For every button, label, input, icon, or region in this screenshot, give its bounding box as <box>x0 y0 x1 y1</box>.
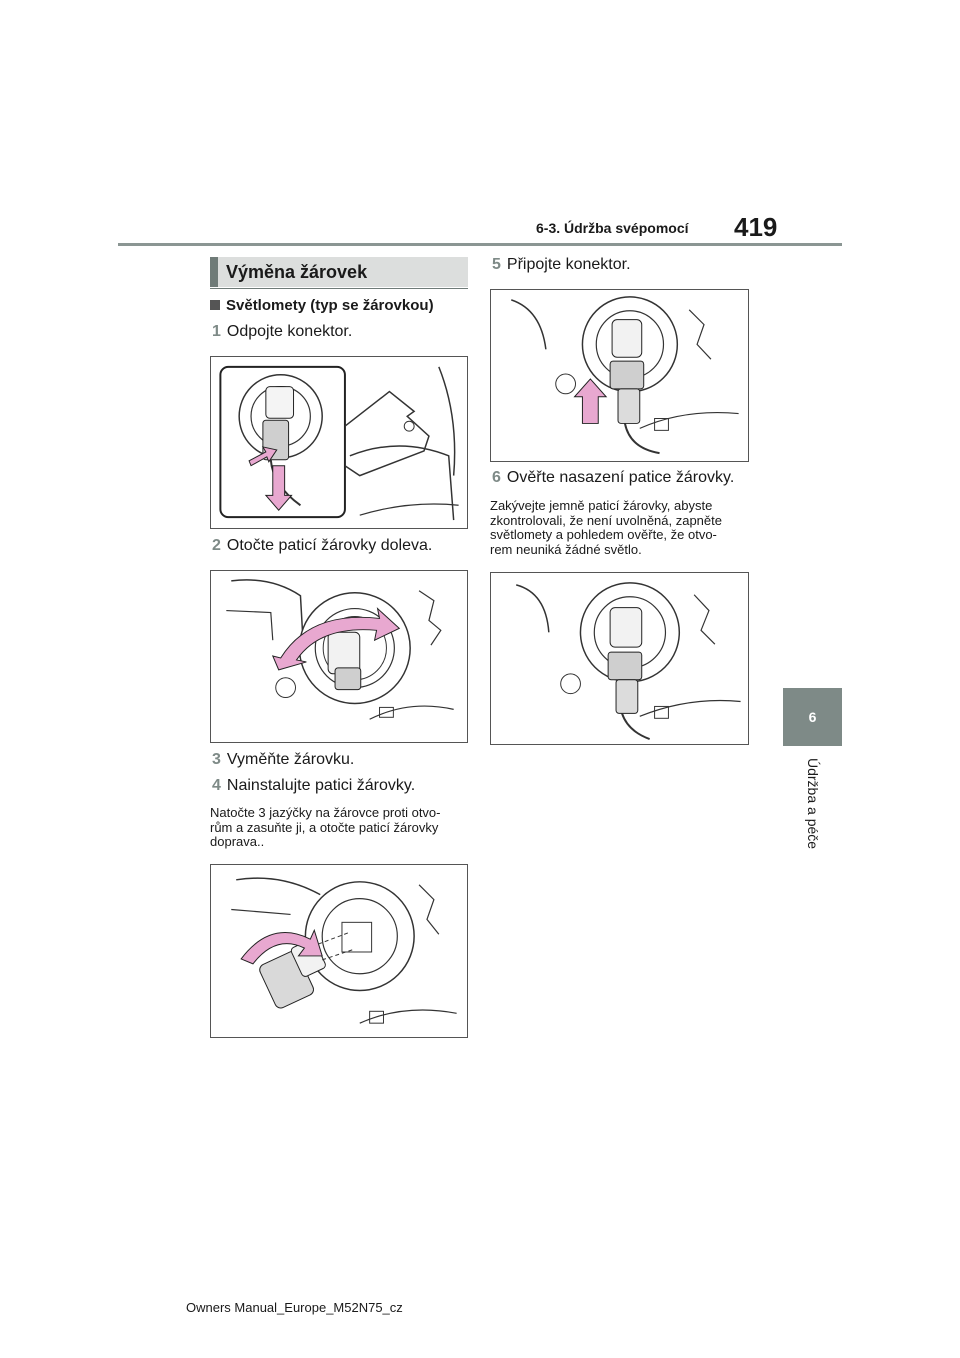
figure-disconnect-connector <box>210 356 468 529</box>
step-text: Vyměňte žárovku. <box>226 751 355 768</box>
note-line: zkontrolovali, že není uvolněná, zapněte <box>490 512 722 528</box>
note-line: rem neuniká žádné světlo. <box>490 541 642 557</box>
page-number: 419 <box>734 212 778 242</box>
step-2: 2 Otočte paticí žárovky doleva. <box>212 537 432 555</box>
step-number: 4 <box>212 777 221 794</box>
subheading: Světlomety (typ se žárovkou) <box>210 297 434 314</box>
step-number: 2 <box>212 537 221 554</box>
step-text: Nainstalujte patici žárovky. <box>226 777 416 794</box>
note-step-4: Natočte 3 jazýčky na žárovce proti otvo-… <box>210 805 441 850</box>
step-text: Připojte konektor. <box>506 256 631 273</box>
section-title: 6-3. Údržba svépomocí <box>536 220 689 236</box>
figure-install-socket <box>210 864 468 1038</box>
step-number: 3 <box>212 751 221 768</box>
section-heading: Výměna žárovek <box>210 257 468 287</box>
note-line: světlomety a pohledem ověřte, že otvo- <box>490 527 717 542</box>
note-line: rům a zasuňte ji, a otočte paticí žárovk… <box>210 819 439 835</box>
subheading-text: Světlomety (typ se žárovkou) <box>226 297 434 314</box>
footer-text: Owners Manual_Europe_M52N75_cz <box>186 1300 403 1315</box>
step-4: 4 Nainstalujte patici žárovky. <box>212 777 415 795</box>
chapter-tab: 6 <box>783 688 842 746</box>
step-text: Ověřte nasazení patice žárovky. <box>506 469 735 486</box>
illustration-check <box>516 582 741 740</box>
figure-connect-connector <box>490 289 749 462</box>
illustration-disconnect <box>219 365 459 521</box>
figure-check-socket <box>490 572 749 745</box>
square-bullet-icon <box>210 300 220 310</box>
illustration-rotate-left <box>226 579 454 720</box>
illustration-connect <box>511 296 739 455</box>
step-6: 6 Ověřte nasazení patice žárovky. <box>492 469 734 487</box>
note-line: Zakývejte jemně paticí žárovky, abyste <box>490 498 713 513</box>
note-step-6: Zakývejte jemně paticí žárovky, abyste z… <box>490 498 722 557</box>
note-line: doprava.. <box>210 834 265 849</box>
step-text: Otočte paticí žárovky doleva. <box>226 537 433 554</box>
header-rule <box>118 243 842 246</box>
illustration-install <box>231 877 457 1024</box>
heading-rule <box>210 288 468 289</box>
figure-rotate-socket-left <box>210 570 468 743</box>
chapter-label: Údržba a péče <box>783 758 842 868</box>
step-1: 1 Odpojte konektor. <box>212 323 352 341</box>
chapter-label-text: Údržba a péče <box>804 758 821 850</box>
step-text: Odpojte konektor. <box>226 323 353 340</box>
step-number: 1 <box>212 323 221 340</box>
step-number: 5 <box>492 256 501 273</box>
note-line: Natočte 3 jazýčky na žárovce proti otvo- <box>210 805 441 820</box>
step-5: 5 Připojte konektor. <box>492 256 631 274</box>
step-number: 6 <box>492 469 501 486</box>
step-3: 3 Vyměňte žárovku. <box>212 751 354 769</box>
